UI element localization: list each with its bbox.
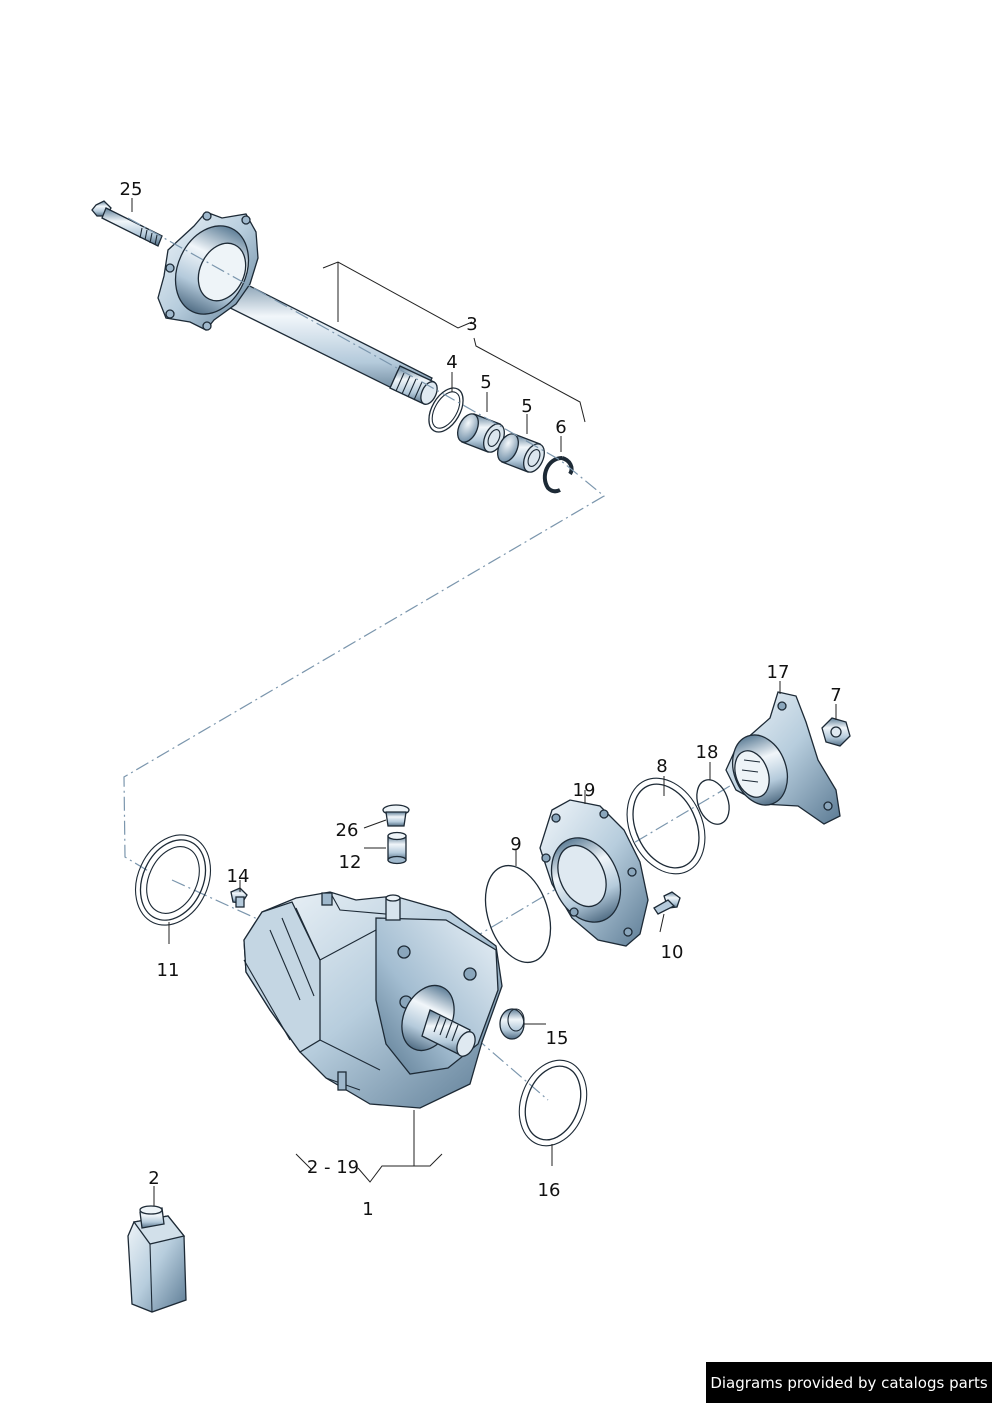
- bolt-14: [230, 887, 248, 908]
- callout-2: 2: [148, 1168, 159, 1189]
- shaft-flange: [157, 211, 259, 331]
- bracket-3: [322, 261, 586, 423]
- credit-banner: Diagrams provided by catalogs parts: [706, 1362, 992, 1403]
- plug-26: [382, 804, 410, 827]
- bolt-10: [653, 891, 681, 915]
- callout-3: 3: [466, 314, 477, 335]
- snap-ring-6: [542, 456, 574, 494]
- needle-bearing-5b: [497, 433, 545, 473]
- callout-14: 14: [227, 866, 250, 887]
- cover-19: [539, 799, 649, 947]
- callout-8: 8: [656, 756, 667, 777]
- cap-15: [499, 1008, 525, 1040]
- sleeve-12: [387, 831, 407, 865]
- assembly-centerline: [123, 217, 606, 873]
- callout-19: 19: [573, 780, 596, 801]
- callout-25: 25: [120, 179, 143, 200]
- oil-bottle-2: [127, 1205, 187, 1313]
- flange-bolt: [91, 200, 163, 247]
- callout-16: 16: [538, 1180, 561, 1201]
- callout-15: 15: [546, 1028, 569, 1049]
- callout-10: 10: [661, 942, 684, 963]
- seal-ring-11: [135, 834, 211, 926]
- flange-17: [725, 691, 841, 825]
- seal-ring-16: [518, 1059, 588, 1147]
- callout-5b: 5: [521, 396, 532, 417]
- callout-1: 1: [362, 1199, 373, 1220]
- o-ring-18: [696, 779, 730, 825]
- circlip-4: [428, 387, 464, 433]
- callout-11: 11: [157, 960, 180, 981]
- leader-lines: [131, 198, 837, 1206]
- callout-9: 9: [510, 834, 521, 855]
- callout-5a: 5: [480, 372, 491, 393]
- callout-4: 4: [446, 352, 457, 373]
- callout-7: 7: [830, 685, 841, 706]
- axis-line-11: [171, 879, 265, 923]
- o-ring-9: [484, 864, 552, 964]
- callout-18: 18: [696, 742, 719, 763]
- transfer-case-housing: [243, 891, 503, 1109]
- callout-2-19: 2 - 19: [307, 1157, 359, 1178]
- callout-26: 26: [336, 820, 359, 841]
- seal-ring-8: [626, 777, 706, 875]
- callout-17: 17: [767, 662, 790, 683]
- nut-7: [821, 717, 851, 747]
- callout-6: 6: [555, 417, 566, 438]
- callout-12: 12: [339, 852, 362, 873]
- bracket-2-19: [295, 1153, 443, 1183]
- credit-text: Diagrams provided by catalogs parts: [710, 1373, 988, 1392]
